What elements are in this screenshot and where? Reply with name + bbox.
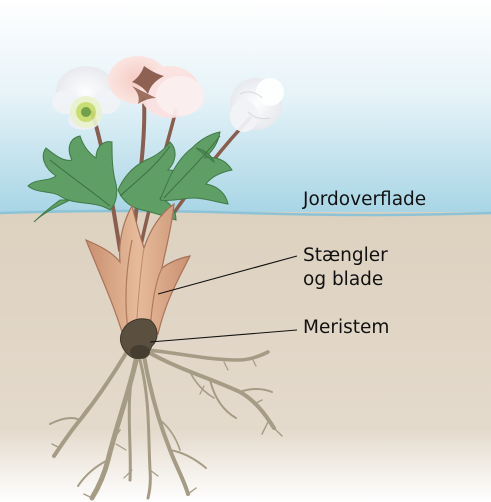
- soil: [0, 212, 491, 502]
- surface-label: Jordoverflade: [303, 189, 426, 211]
- stems-label-line2: og blade: [303, 269, 383, 291]
- stems-label-line1: Stængler: [303, 245, 388, 267]
- meristem-label: Meristem: [303, 317, 389, 339]
